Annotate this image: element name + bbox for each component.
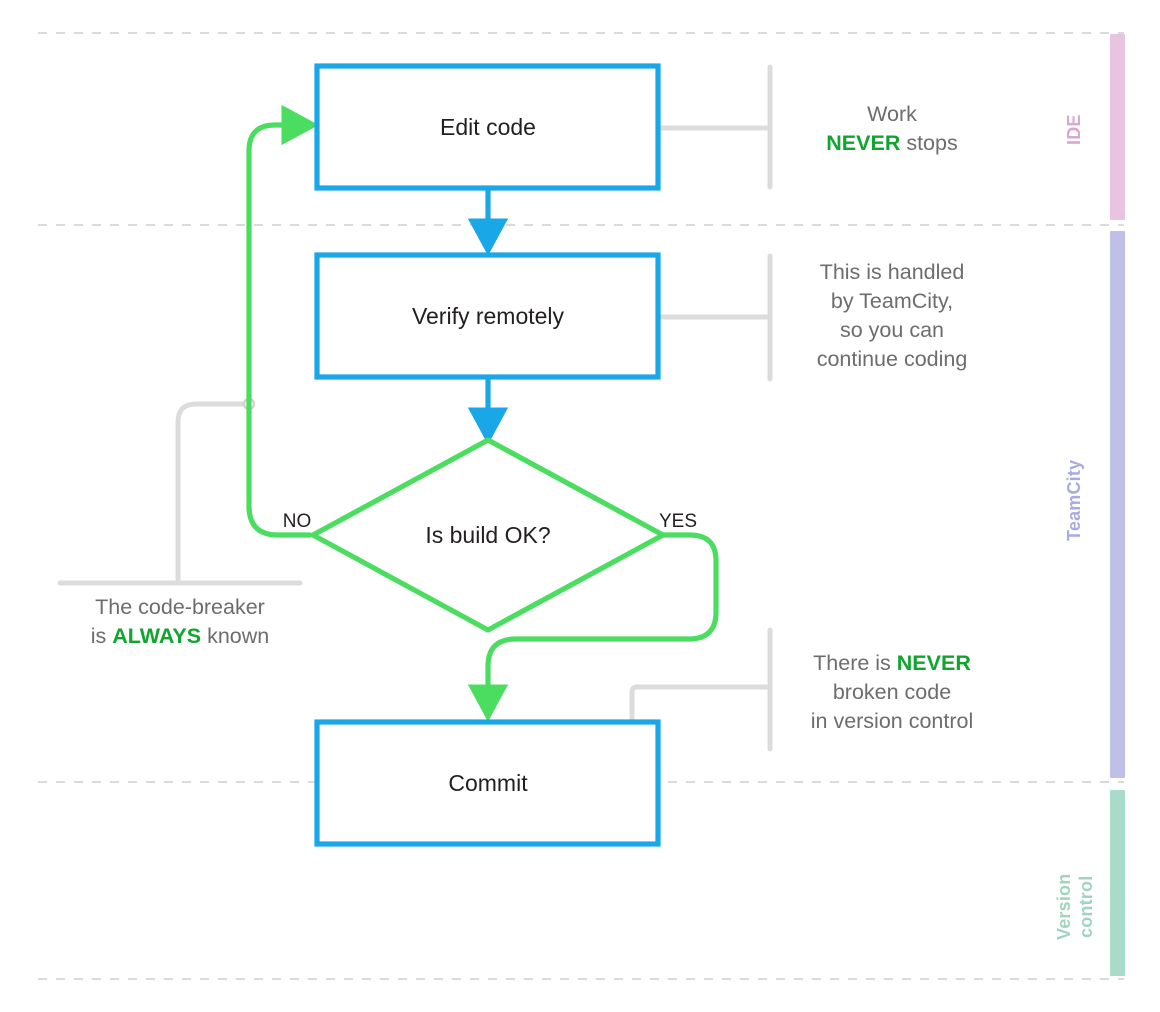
edge-yes-to-commit [467,532,719,722]
annotation-text: known [201,624,270,648]
node-label-is-build-ok: Is build OK? [425,522,550,548]
lane-bar-teamcity [1110,231,1125,778]
lane-bar-ide [1110,34,1125,220]
node-verify-remotely[interactable]: Verify remotely [314,252,661,380]
node-commit[interactable]: Commit [314,719,661,847]
annotation-line: Work [792,100,992,129]
branch-label-no: NO [283,511,312,532]
node-edit-code[interactable]: Edit code [314,63,661,191]
annotation-text: so you can [840,318,944,342]
annotation-text: Work [867,102,917,126]
callout-connector-code-breaker [57,397,303,586]
annotation-emphasis: NEVER [896,651,971,675]
annotation-text: There is [813,651,897,675]
annotation-text: by TeamCity, [830,289,954,313]
lane-title-ide: IDE [1064,114,1084,146]
annotation-emphasis: NEVER [826,131,901,155]
annotation-line: broken code [782,678,1002,707]
annotation-emphasis: ALWAYS [112,624,202,648]
node-label-edit-code: Edit code [440,114,536,140]
annotation-text: is [90,624,113,648]
lane-title-version-control: Version control [1054,873,1096,941]
annotation-text: continue coding [816,347,968,371]
lane-bar-version-control [1110,790,1125,976]
node-label-commit: Commit [448,770,528,796]
annotation-line: in version control [782,707,1002,736]
branch-label-yes: YES [659,511,697,532]
edge-no-loop [246,104,319,538]
annotation-line: continue coding [782,345,1002,374]
lane-title-teamcity: TeamCity [1064,459,1084,541]
node-is-build-ok[interactable]: Is build OK? [310,437,666,633]
node-label-verify-remotely: Verify remotely [412,303,565,329]
annotation-text: stops [900,131,958,155]
annotation-line: This is handled [782,258,1002,287]
annotation-line: The code-breaker [62,593,298,622]
annotation-line: is ALWAYS known [62,622,298,651]
annotation-text: The code-breaker [95,595,265,619]
annotation-line: so you can [782,316,1002,345]
annotation-text: This is handled [819,260,965,284]
annotation-handled-by-teamcity: This is handled by TeamCity, so you can con… [782,258,1002,374]
annotation-text: broken code [832,680,952,704]
annotation-line: There is NEVER [782,649,1002,678]
annotation-line: by TeamCity, [782,287,1002,316]
annotation-line: NEVER stops [792,129,992,158]
annotation-code-breaker-always-known: The code-breaker is ALWAYS known [62,593,298,651]
annotation-text: in version control [810,709,974,733]
